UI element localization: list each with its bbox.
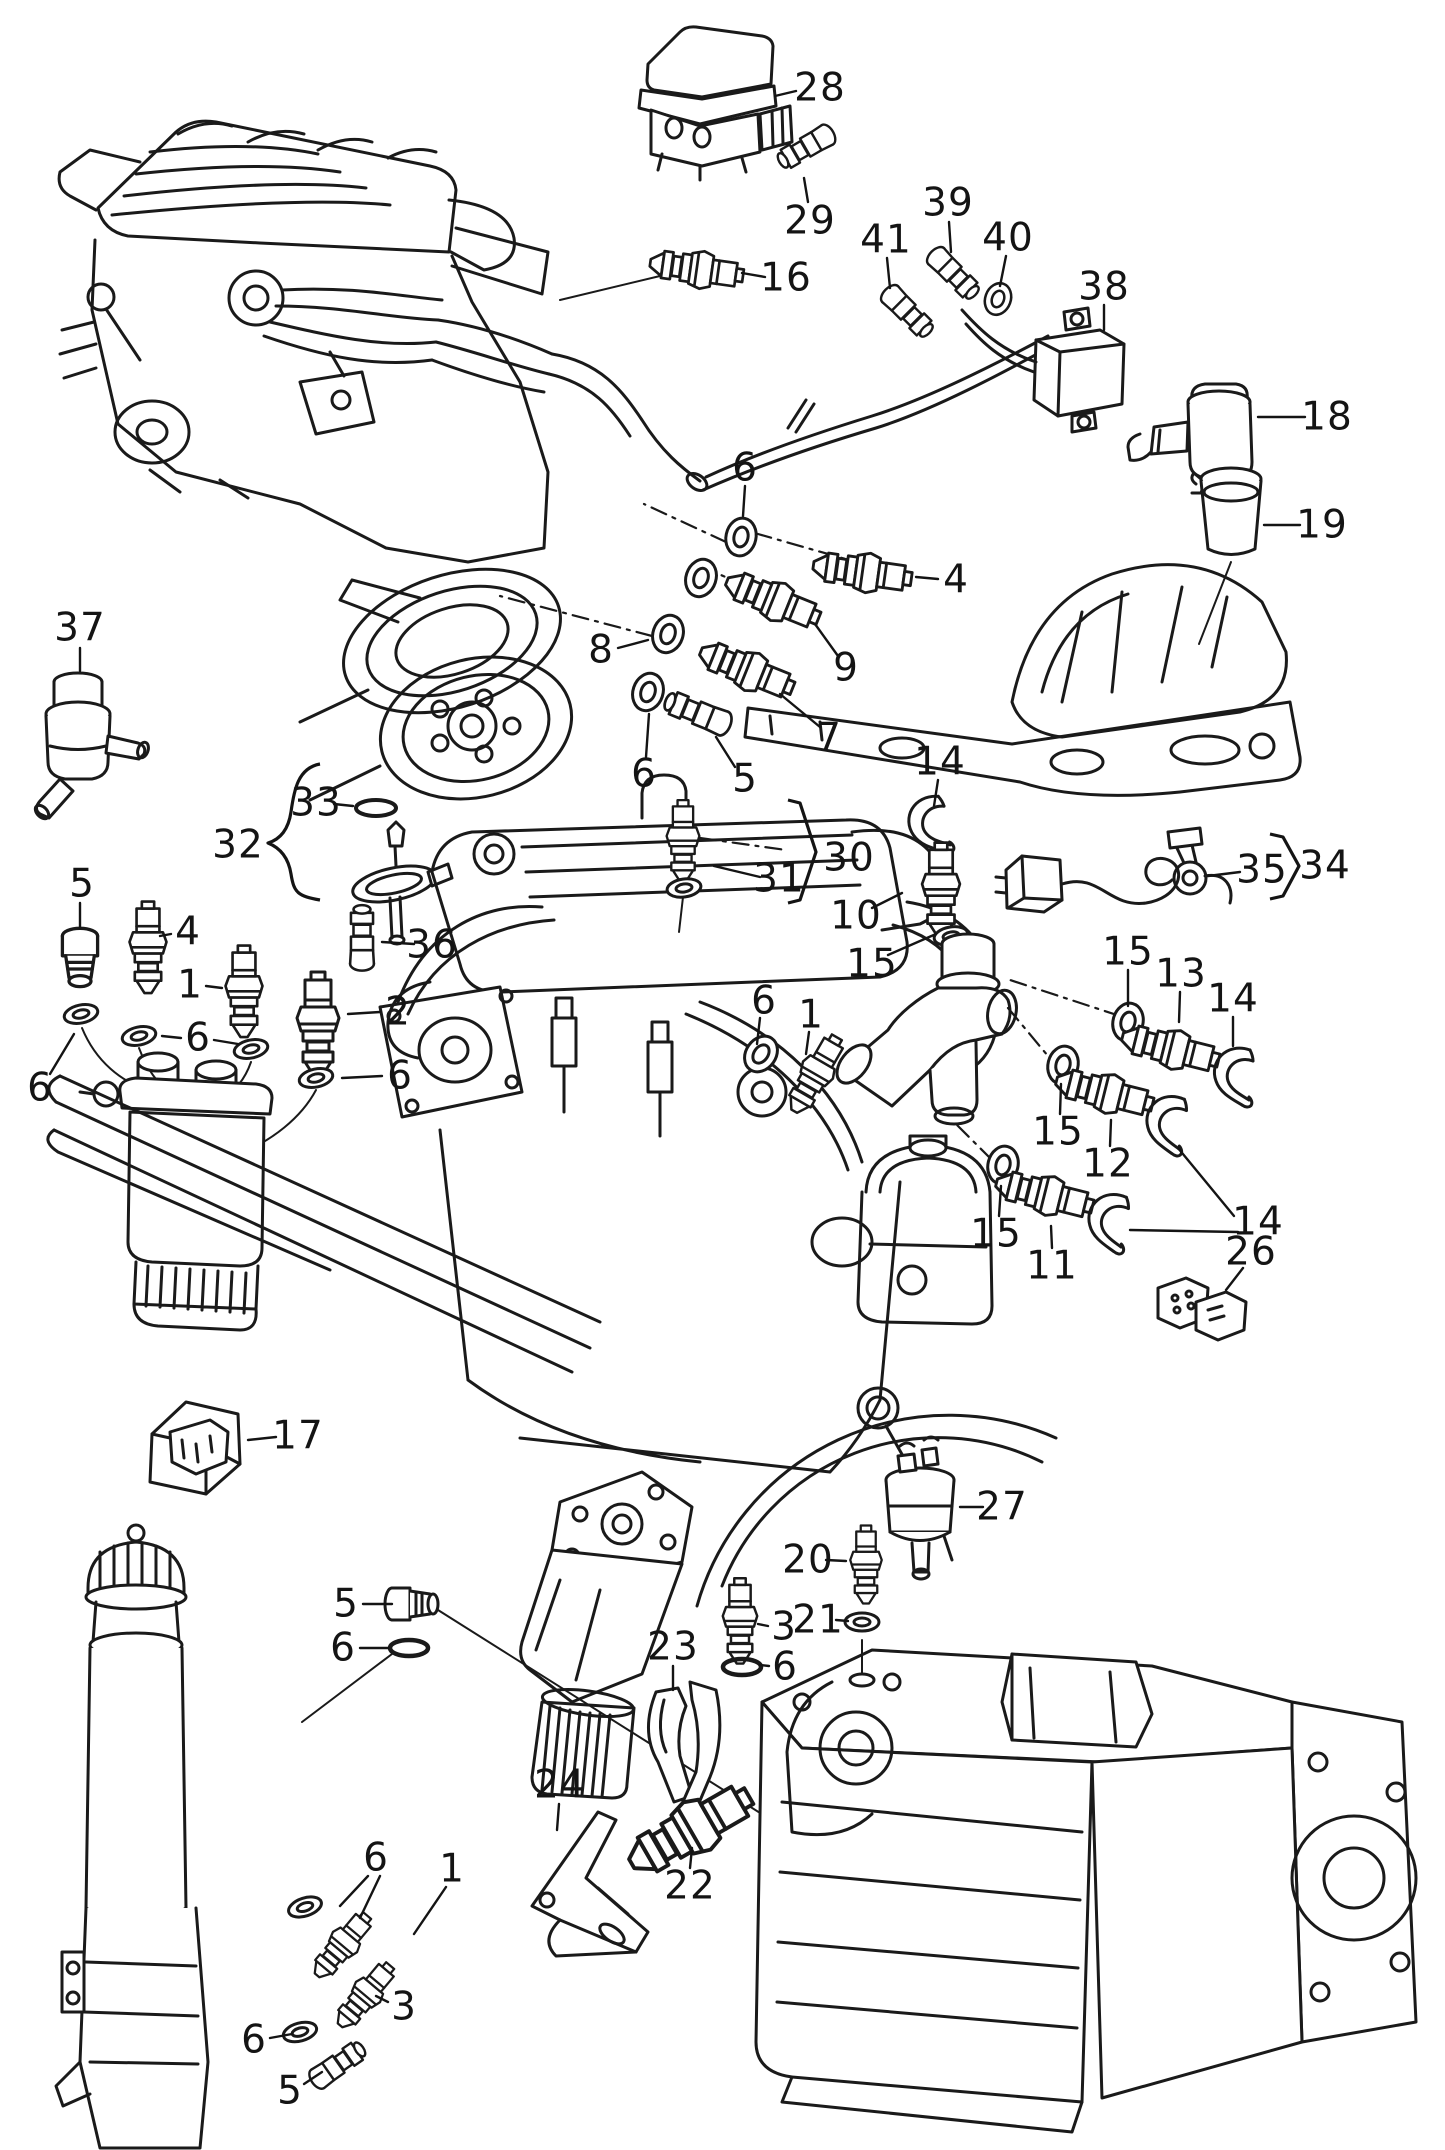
leader-line-part-36 (380, 940, 416, 946)
leader-line-part-11 (1049, 1224, 1054, 1250)
leader-line-part-5 (302, 2070, 324, 2086)
leader-line-part-14 (1176, 1146, 1236, 1218)
leader-line-part-1 (204, 984, 224, 990)
leader-line-part-10 (870, 891, 904, 910)
mid-sensor-group (498, 502, 916, 740)
leader-line-part-6 (160, 1034, 183, 1040)
part-28-control-unit (637, 25, 794, 182)
part-33-oring (354, 798, 398, 818)
leader-line-part-1 (412, 1885, 448, 1936)
leader-line-part-22 (688, 1846, 694, 1870)
leader-line-part-15 (886, 932, 938, 957)
leader-line-part-6 (212, 1038, 240, 1046)
leader-line-part-4 (158, 932, 173, 938)
leader-line-part-6 (338, 1874, 370, 1908)
part-37-fuel-valve (33, 671, 150, 821)
leader-line-part-24 (555, 1802, 561, 1832)
leader-line-part-6 (268, 2032, 294, 2040)
group-bracket-part-32 (266, 762, 321, 902)
leader-line-part-20 (824, 1558, 848, 1563)
leader-line-part-35 (1206, 870, 1242, 878)
leader-line-part-4 (914, 575, 940, 581)
subframe-crossmember (743, 563, 1302, 797)
leader-line-part-6 (741, 484, 747, 518)
exhaust-temp-sensor-cable (547, 334, 1054, 493)
gearbox (695, 1413, 1418, 2134)
leader-line-part-6 (48, 1032, 76, 1076)
part-26-connector (1156, 1276, 1248, 1342)
leader-line-part-8 (616, 638, 650, 650)
leader-line-part-29 (802, 176, 810, 204)
leader-line-part-15 (997, 1184, 1003, 1218)
leader-line-part-12 (1108, 1118, 1113, 1148)
leader-line-part-15 (1058, 1082, 1063, 1116)
leader-line-part-16 (740, 271, 767, 279)
leader-line-part-9 (813, 622, 840, 658)
leader-line-part-6 (644, 712, 651, 759)
part-16-thermo-switch (559, 242, 747, 301)
part-31-sensor-group (664, 798, 788, 933)
leader-line-part-13 (1177, 990, 1182, 1024)
leader-line-part-6 (758, 1663, 771, 1668)
leader-line-part-2 (346, 1010, 382, 1016)
expansion-tank (856, 1134, 994, 1326)
coolant-flange-group (835, 792, 1255, 1342)
group-bracket-part-30 (787, 798, 818, 905)
compressor-pulley (338, 567, 562, 715)
part-38-relay (960, 306, 1126, 434)
power-steering-reservoir (54, 1523, 210, 2150)
leader-line-part-6 (358, 1874, 382, 1920)
leader-line-part-5 (714, 735, 737, 769)
part-17-connector (148, 1400, 242, 1496)
part-6-oring-mid (301, 1640, 428, 1723)
leader-line-part-21 (834, 1618, 850, 1623)
leader-line-part-1 (804, 1030, 811, 1056)
leader-line-part-39 (947, 220, 953, 254)
group-bracket-part-34 (1269, 832, 1301, 901)
leader-line-part-14 (932, 778, 940, 808)
part-24-bracket (530, 1810, 650, 1958)
leader-line-part-26 (1224, 1266, 1245, 1292)
part-35-sensor-harness (994, 826, 1233, 914)
leader-line-part-40 (998, 254, 1008, 288)
left-sensor-cluster (60, 900, 341, 1151)
leader-line-part-7 (778, 692, 822, 729)
leader-line-part-14 (1128, 1228, 1240, 1234)
leader-line-part-6 (340, 1074, 384, 1080)
engine-front-assembly (57, 119, 554, 564)
leader-line-part-33 (332, 802, 355, 808)
part-19-cap (1190, 466, 1263, 645)
leader-line-part-3 (374, 1994, 390, 2004)
leader-line-part-6 (755, 1016, 762, 1046)
leader-line-part-28 (773, 89, 798, 98)
crank-pulley (298, 655, 574, 802)
oil-filter-assembly (519, 1470, 694, 1800)
leader-line-part-31 (712, 864, 762, 879)
leader-line-part-17 (246, 1435, 278, 1442)
leader-line-part-3 (756, 1622, 770, 1628)
leader-line-part-41 (885, 256, 892, 290)
part-27-switch (884, 1435, 956, 1581)
